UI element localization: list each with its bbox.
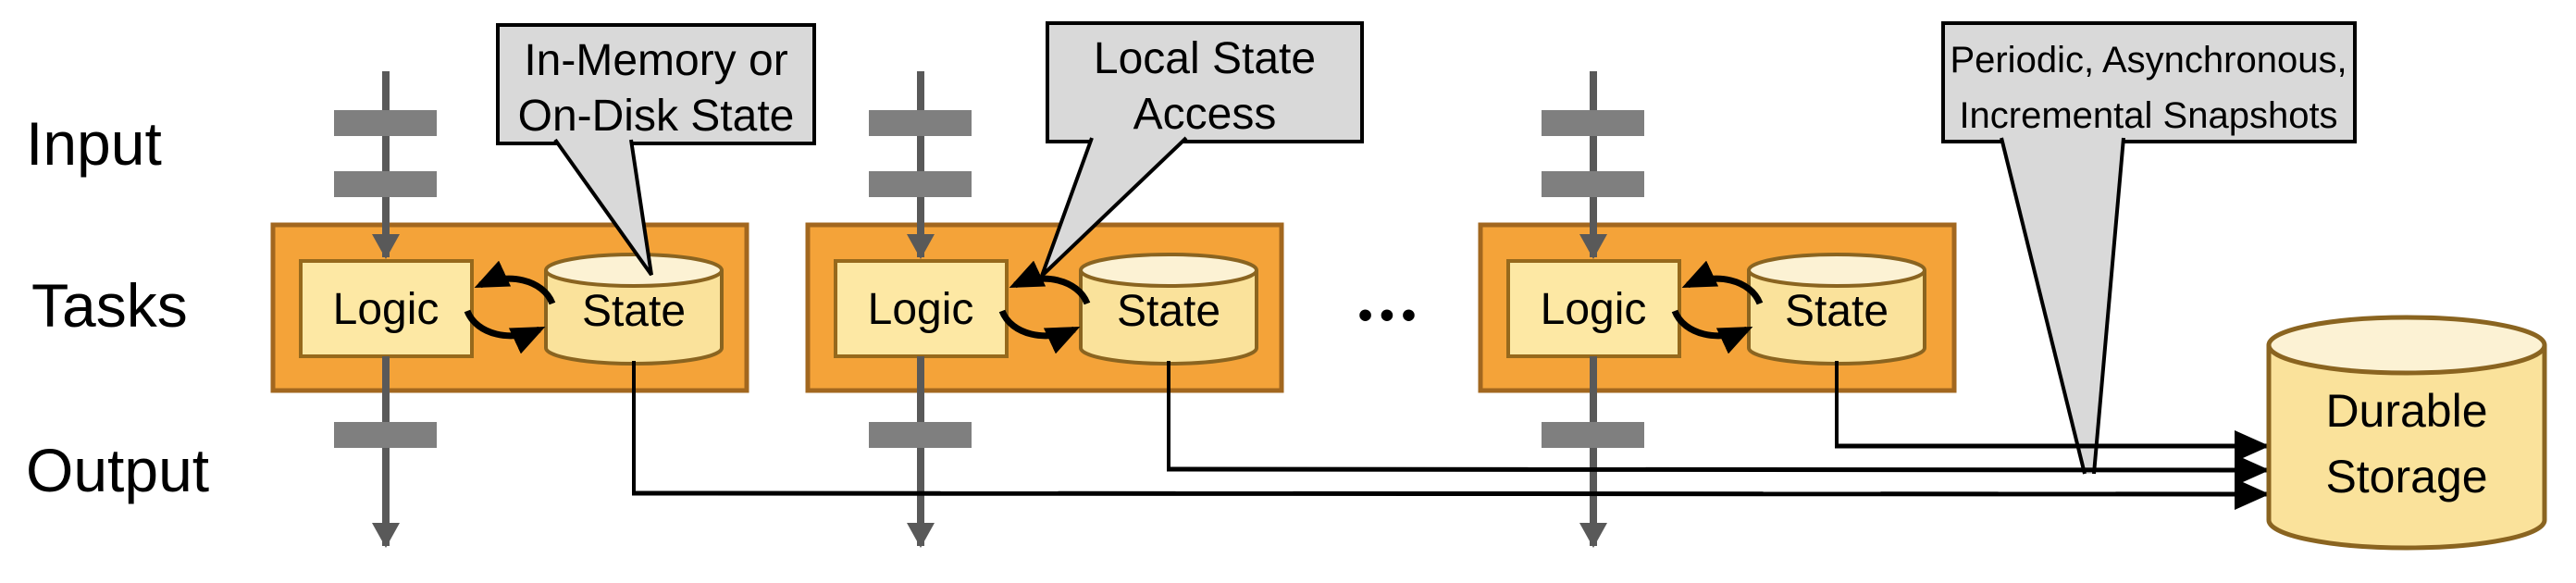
callout-text-line2: Incremental Snapshots [1959,95,2337,136]
logic-label: Logic [868,285,974,334]
logic-box [1506,259,1681,358]
state-cylinder: State [1079,253,1258,366]
state-cylinder-top [544,253,724,288]
durable-storage-cylinder: Durable Storage [2266,315,2547,551]
durable-storage-body [2266,345,2547,551]
record-block-icon [334,110,437,136]
task-2: Logic State [805,71,1284,548]
more-tasks-ellipsis: ••• [1358,292,1423,338]
state-label: State [1785,287,1889,336]
durable-storage-line2: Storage [2325,451,2487,502]
snapshot-arrow-middle [1166,453,2270,486]
callout-state-backend: In-Memory or On-Disk State [496,23,816,277]
callout-snapshots: Periodic, Asynchronous, Incremental Snap… [1941,21,2357,475]
snapshot-connectors [631,361,2270,510]
sync-arrows-icon [998,260,1091,354]
record-block-icon [869,422,972,448]
logic-label: Logic [333,285,440,334]
row-label-input: Input [26,109,162,178]
sync-arrows-icon [1671,260,1764,354]
callout-text-line2: On-Disk State [518,92,795,141]
callout-text-line1: In-Memory or [524,36,787,85]
state-label: State [582,287,686,336]
record-block-icon [869,171,972,197]
callout-box [1046,21,1364,143]
state-cylinder-top [1079,253,1258,288]
callout-box [496,23,816,145]
state-cylinder: State [1747,253,1926,366]
row-label-output: Output [26,436,209,504]
durable-storage-top [2266,315,2547,376]
stream-arrow [334,71,437,548]
callout-text-line2: Access [1133,90,1277,139]
logic-label: Logic [1541,285,1647,334]
record-block-icon [334,171,437,197]
record-block-icon [1542,110,1644,136]
callout-tail [2001,138,2124,474]
callout-text-line1: Periodic, Asynchronous, [1950,40,2347,81]
record-block-icon [1542,422,1644,448]
state-cylinder-top [1747,253,1926,288]
callout-box [1941,21,2357,143]
task-3: Logic State [1478,71,1957,548]
durable-storage-line1: Durable [2325,385,2487,437]
record-block-icon [869,110,972,136]
callout-text-line1: Local State [1094,34,1316,83]
row-label-tasks: Tasks [31,271,188,340]
record-block-icon [1542,171,1644,197]
stream-arrow [1542,71,1644,548]
logic-box [299,259,474,358]
state-label: State [1117,287,1220,336]
logic-box [834,259,1009,358]
sync-arrows-icon [464,260,556,354]
stream-arrow [869,71,972,548]
snapshot-arrow-bottom [631,478,2270,510]
callout-local-access: Local State Access [1040,21,1364,278]
state-cylinder: State [544,253,724,366]
record-block-icon [334,422,437,448]
